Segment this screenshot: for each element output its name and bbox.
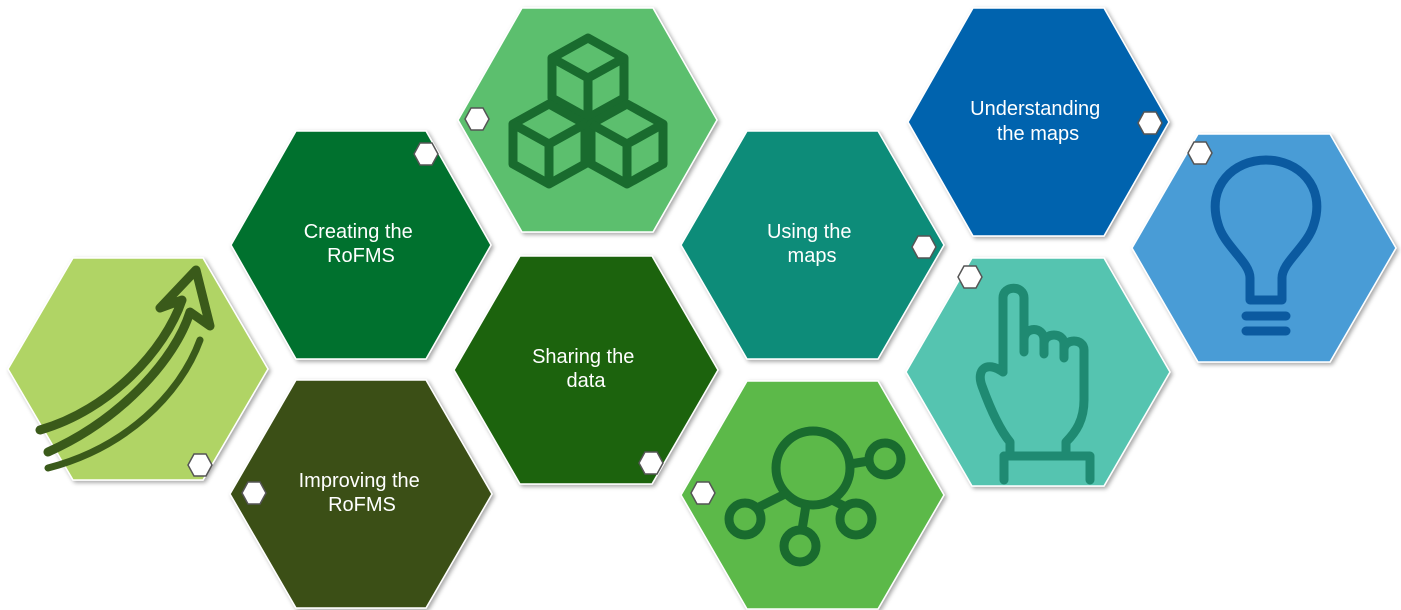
- label-understanding: Understanding the maps: [970, 98, 1106, 145]
- label-using-line-1: Using the: [767, 221, 852, 243]
- hex-badge: [1187, 141, 1213, 165]
- hex-badge: [638, 451, 664, 475]
- svg-text:Creating the RoFMS: Creating the RoFMS: [304, 221, 419, 267]
- label-creating: Creating the RoFMS: [304, 221, 419, 267]
- label-improving-line-1: Improving the: [299, 470, 420, 492]
- hex-badge: [1137, 111, 1163, 135]
- network-hub-icon: [724, 426, 906, 567]
- hexagon-using: [680, 130, 945, 360]
- hex-badge: [690, 481, 716, 505]
- label-creating-line-2: RoFMS: [327, 245, 395, 267]
- svg-text:Understanding the maps: Understanding the maps: [970, 98, 1106, 145]
- upward-arrow-icon: [35, 265, 215, 472]
- label-sharing-line-2: data: [567, 370, 607, 392]
- hexagon-hand: [905, 257, 1171, 487]
- label-using: Using the maps: [767, 221, 857, 267]
- label-understanding-line-2: the maps: [997, 123, 1079, 145]
- label-understanding-line-1: Understanding: [970, 98, 1100, 120]
- label-using-line-2: maps: [788, 245, 837, 267]
- hexagon-network: [680, 380, 945, 610]
- label-sharing-line-1: Sharing the: [532, 346, 634, 368]
- hex-badge: [957, 265, 983, 289]
- cubes-icon: [508, 33, 668, 189]
- pointing-hand-icon: [975, 283, 1095, 485]
- hexagon-understanding: [907, 7, 1170, 237]
- svg-text:Sharing the data: Sharing the data: [532, 346, 640, 392]
- svg-text:Improving the RoFMS: Improving the RoFMS: [299, 470, 426, 516]
- hexagon-bulb: [1131, 133, 1397, 363]
- hex-badge: [413, 142, 439, 166]
- hex-badge: [187, 453, 213, 477]
- hex-badge: [241, 481, 267, 505]
- hexagon-creating: [230, 130, 492, 360]
- hex-badge: [911, 235, 937, 259]
- label-sharing: Sharing the data: [532, 346, 640, 392]
- hexagon-improving: [229, 379, 493, 609]
- svg-text:Using the maps: Using the maps: [767, 221, 857, 267]
- hexagon-sharing: [453, 255, 719, 485]
- label-improving: Improving the RoFMS: [299, 470, 426, 516]
- lightbulb-icon: [1210, 155, 1322, 336]
- label-creating-line-1: Creating the: [304, 221, 413, 243]
- badge-hexagons: [187, 107, 1213, 505]
- hex-badge: [464, 107, 490, 131]
- label-improving-line-2: RoFMS: [328, 494, 396, 516]
